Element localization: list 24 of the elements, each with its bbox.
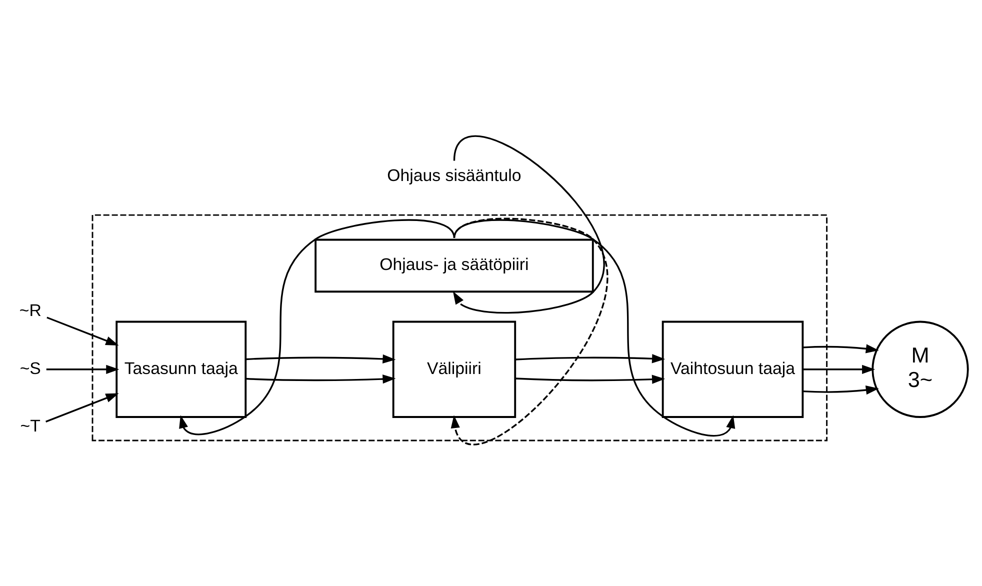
arrow [802, 386, 879, 395]
node-box: Välipiiri [392, 320, 516, 418]
arrow [802, 344, 879, 354]
arrow [515, 374, 666, 384]
arrow [453, 219, 736, 436]
node-text: ~S [20, 358, 41, 378]
arrow [46, 393, 119, 422]
arrow [46, 316, 119, 346]
arrow [452, 136, 604, 314]
arrow [246, 354, 396, 364]
node-text: Ohjaus sisääntulo [387, 166, 522, 185]
arrow [46, 364, 120, 374]
node-box: Vaihtosuun taaja [662, 320, 804, 418]
node-text: ~R [19, 300, 42, 320]
arrow [450, 218, 608, 446]
node-circle: M 3~ [872, 320, 969, 418]
arrow [802, 364, 876, 374]
node-box: Tasasunn taaja [116, 320, 247, 418]
arrow [246, 374, 396, 384]
arrow [179, 219, 456, 436]
node-text: ~T [20, 416, 40, 436]
cluster [92, 214, 828, 442]
arrow [515, 354, 666, 364]
node-box: Ohjaus- ja säätöpiiri [314, 238, 594, 293]
